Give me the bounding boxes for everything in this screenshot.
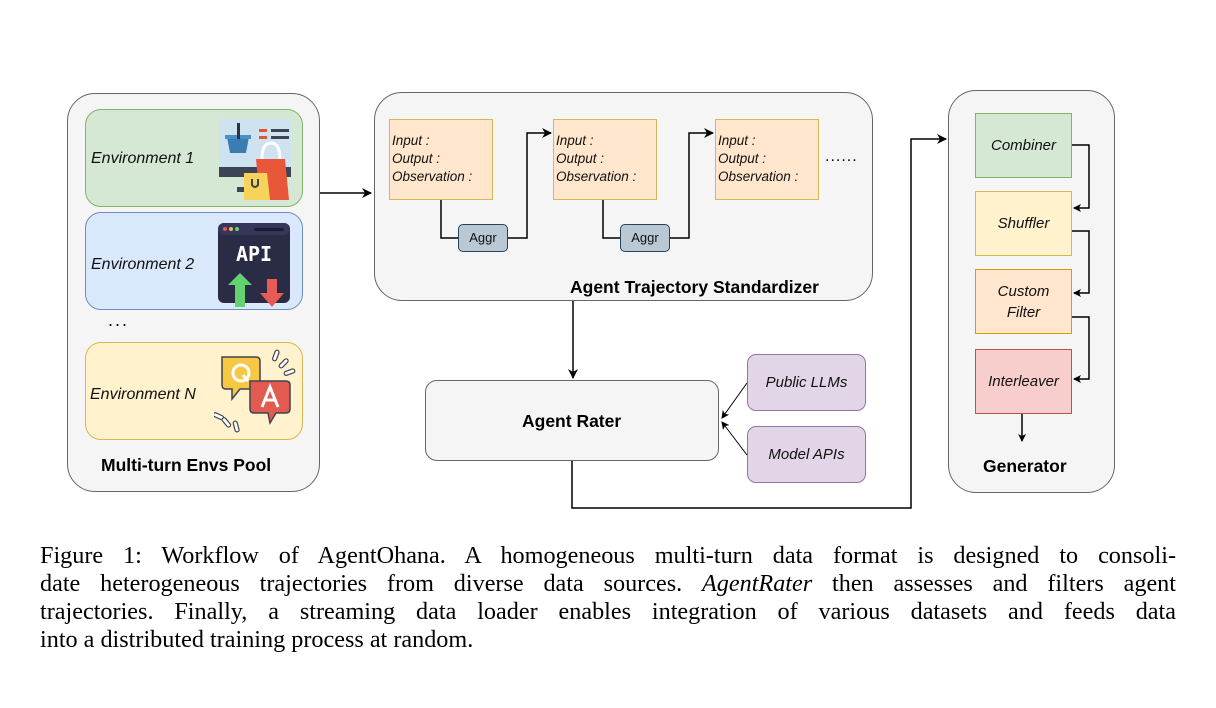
caption-line-2-part-b: then assesses and filters agent [812, 570, 1176, 597]
env-pool-title: Multi-turn Envs Pool [101, 455, 272, 475]
qa-chat-icon [214, 349, 296, 433]
trajectory-step-3[interactable]: Input : Output : Observation : [715, 119, 819, 200]
arrow-aggr1-to-step2 [508, 128, 552, 239]
step-2-observation: Observation : [556, 169, 637, 184]
generator-title: Generator [983, 456, 1067, 476]
arrow-rater-to-generator [571, 134, 947, 509]
environment-n-label: Environment N [90, 386, 196, 403]
aggregator-2[interactable]: Aggr [620, 224, 670, 252]
step-2-input: Input : [556, 133, 594, 148]
arrow-shuffler-to-filter [1072, 230, 1090, 297]
step-1-output: Output : [392, 151, 441, 166]
step-2-output: Output : [556, 151, 605, 166]
svg-text:API: API [236, 242, 272, 266]
environment-1-label: Environment 1 [91, 150, 195, 167]
shopping-icon [219, 119, 291, 200]
aggregator-1[interactable]: Aggr [458, 224, 508, 252]
environment-2-label: Environment 2 [91, 256, 195, 273]
trajectory-step-2[interactable]: Input : Output : Observation : [553, 119, 657, 200]
step-3-output: Output : [718, 151, 767, 166]
shuffler-box[interactable]: Shuffler [975, 191, 1072, 256]
interleaver-box[interactable]: Interleaver [975, 349, 1072, 414]
step-3-input: Input : [718, 133, 756, 148]
arrow-aggr2-to-step3 [670, 128, 714, 239]
agent-rater-box[interactable]: Agent Rater [425, 380, 719, 461]
arrow-step2-to-aggr2 [602, 200, 620, 239]
environment-2-box[interactable]: Environment 2 API [85, 212, 303, 310]
arrow-step1-to-aggr1 [440, 200, 458, 239]
step-1-input: Input : [392, 133, 430, 148]
public-llms-box[interactable]: Public LLMs [747, 354, 866, 411]
combiner-box[interactable]: Combiner [975, 113, 1072, 178]
step-3-observation: Observation : [718, 169, 799, 184]
caption-line-2-part-a: date heterogeneous trajectories from div… [40, 570, 703, 597]
model-apis-box[interactable]: Model APIs [747, 426, 866, 483]
caption-line-4: into a distributed training process at r… [40, 626, 474, 653]
agent-rater-title: Agent Rater [522, 411, 622, 431]
arrow-public-llms-to-rater [721, 382, 748, 419]
arrow-filter-to-interleaver [1072, 316, 1090, 383]
api-icon: API [218, 223, 290, 307]
trajectory-step-1[interactable]: Input : Output : Observation : [389, 119, 493, 200]
step-1-observation: Observation : [392, 169, 473, 184]
caption-line-3: trajectories. Finally, a streaming data … [40, 598, 1176, 625]
environment-1-box[interactable]: Environment 1 [85, 109, 303, 207]
arrow-model-apis-to-rater [721, 421, 748, 456]
caption-agentrater-term: AgentRater [702, 570, 813, 597]
environments-ellipsis: ... [108, 310, 130, 330]
standardizer-title: Agent Trajectory Standardizer [570, 277, 819, 297]
figure-caption: Figure 1: Workflow of AgentOhana. A homo… [40, 542, 1176, 654]
caption-line-1: Figure 1: Workflow of AgentOhana. A homo… [40, 542, 1176, 569]
arrow-combiner-to-shuffler [1072, 144, 1090, 212]
environment-n-box[interactable]: Environment N [85, 342, 303, 440]
caption-line-2: date heterogeneous trajectories from div… [40, 570, 1176, 598]
more-steps-ellipsis: ...... [825, 148, 858, 165]
